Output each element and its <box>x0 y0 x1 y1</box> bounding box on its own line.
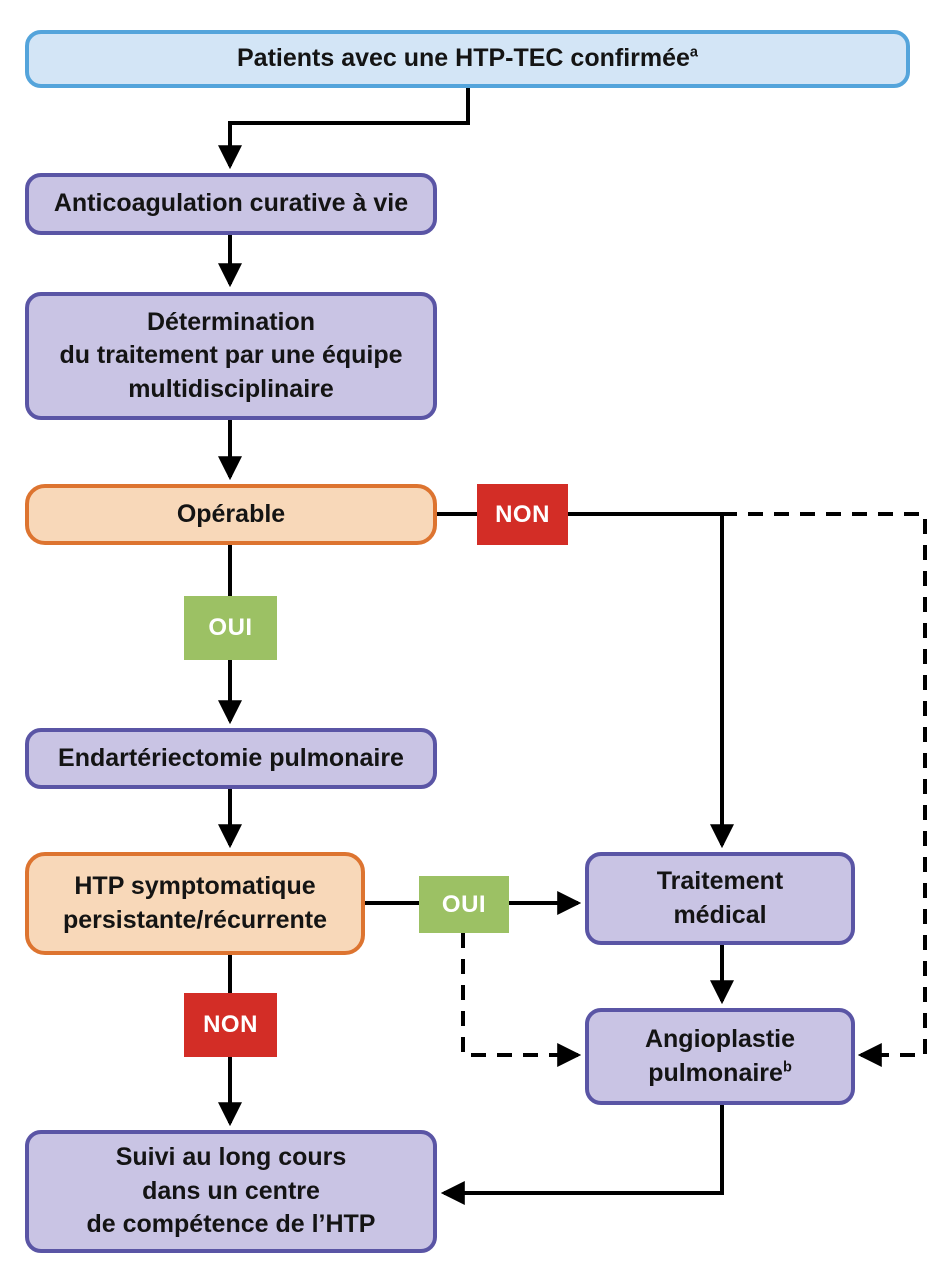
node-angioplastie-line-2: pulmonaireb <box>648 1058 792 1087</box>
node-suivi-line-1: Suivi au long cours <box>115 1143 347 1172</box>
node-angioplastie: Angioplastie pulmonaireb <box>585 1008 855 1105</box>
node-determination: Détermination du traitement par une équi… <box>25 292 437 420</box>
conn-dashed-non-to-angioplastie <box>722 512 927 1067</box>
node-htp-symptomatique: HTP symptomatique persistante/récurrente <box>25 852 365 955</box>
node-traitement-line-1: Traitement <box>656 867 784 895</box>
node-anticoagulation-label: Anticoagulation curative à vie <box>53 189 409 218</box>
conn-operable-non-to-traitement <box>437 512 734 849</box>
node-patients-label: Patients avec une HTP-TEC confirméea <box>237 44 698 73</box>
conn-dashed-oui-to-angioplastie <box>461 933 582 1067</box>
node-angioplastie-line-1: Angioplastie <box>644 1025 795 1053</box>
node-operable-label: Opérable <box>176 499 286 528</box>
node-endarteriectomie: Endartériectomie pulmonaire <box>25 728 437 789</box>
node-suivi-line-3: de compétence de l’HTP <box>86 1210 376 1239</box>
conn-angioplastie-to-suivi <box>440 1105 724 1205</box>
node-endarteriectomie-label: Endartériectomie pulmonaire <box>58 743 404 772</box>
badge-non-htp: NON <box>184 993 277 1057</box>
badge-non-operable: NON <box>477 484 568 545</box>
node-anticoagulation: Anticoagulation curative à vie <box>25 173 437 235</box>
node-traitement-medical: Traitement médical <box>585 852 855 945</box>
node-determination-line-3: multidisciplinaire <box>128 374 334 403</box>
node-determination-line-1: Détermination <box>146 307 316 336</box>
node-htp-line-1: HTP symptomatique <box>74 872 316 900</box>
node-suivi: Suivi au long cours dans un centre de co… <box>25 1130 437 1253</box>
badge-oui-htp: OUI <box>419 876 509 933</box>
node-patients-htp-tec: Patients avec une HTP-TEC confirméea <box>25 30 910 88</box>
node-suivi-line-2: dans un centre <box>142 1176 320 1205</box>
footnote-marker-b: b <box>782 1059 792 1076</box>
node-operable: Opérable <box>25 484 437 545</box>
node-determination-line-2: du traitement par une équipe <box>59 341 403 370</box>
node-traitement-line-2: médical <box>673 900 767 929</box>
badge-oui-operable: OUI <box>184 596 277 660</box>
footnote-marker-a: a <box>689 44 698 61</box>
conn-patients-to-anticoagulation <box>218 88 470 170</box>
node-htp-line-2: persistante/récurrente <box>62 905 327 934</box>
